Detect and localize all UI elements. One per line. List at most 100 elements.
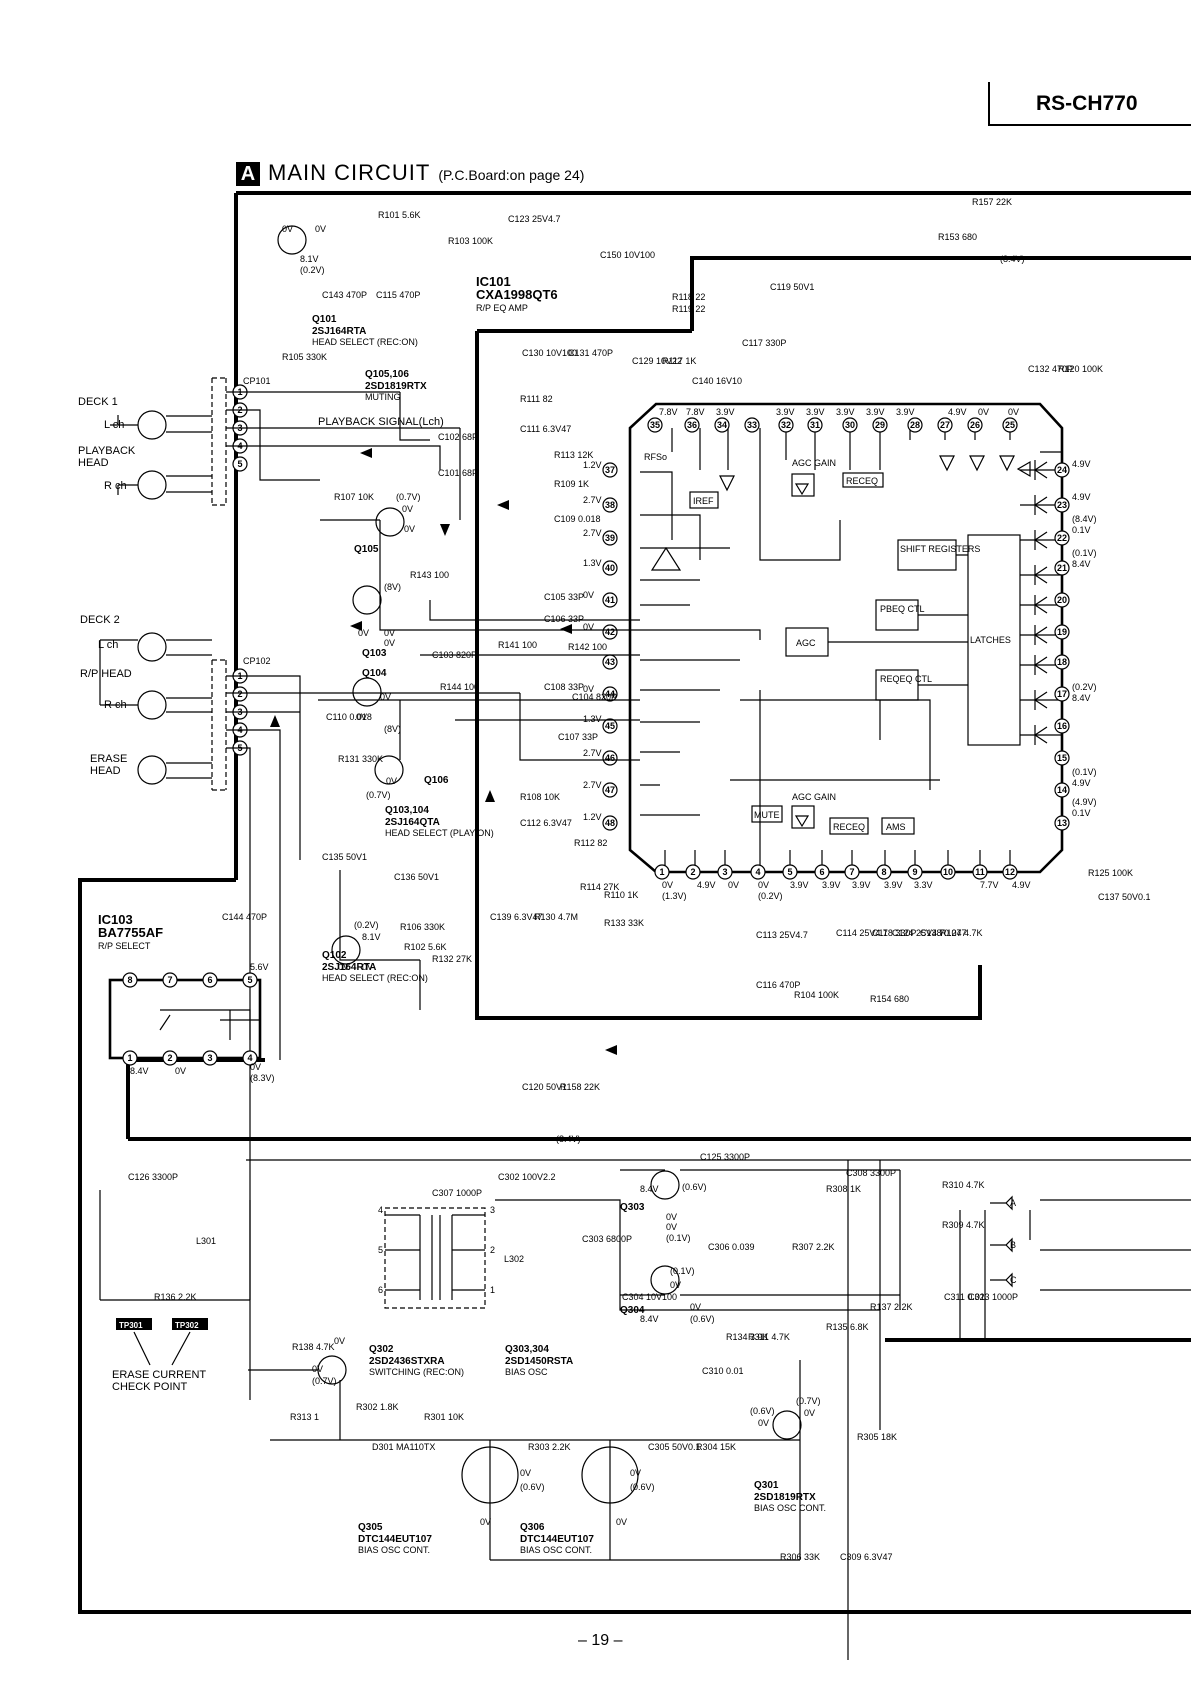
- ic101-pin-27-circle: [937, 417, 953, 433]
- ic101-pin-36-circle: [684, 417, 700, 433]
- offpage-label-C: C: [1010, 1275, 1017, 1285]
- transistor-func-9: BIAS OSC: [505, 1367, 548, 1377]
- ic101-pin-19: 19: [1057, 627, 1067, 637]
- component-label: C113 25V4.7: [756, 930, 808, 940]
- component-label: R103 100K: [448, 236, 493, 246]
- transistor-part-8: 2SD2436STXRA: [369, 1356, 445, 1367]
- voltage-q303: 0V: [666, 1222, 677, 1232]
- deck2-erase: ERASE: [90, 753, 127, 765]
- voltage-q304: 0V: [690, 1302, 701, 1312]
- signal-lines-left: [226, 391, 640, 1400]
- deck1-head-2: HEAD: [78, 457, 109, 469]
- component-label: R125 100K: [1088, 868, 1133, 878]
- voltage-ic103: (8.3V): [250, 1073, 275, 1083]
- component-label: C309 6.3V47: [840, 1552, 893, 1562]
- voltage-q103: (8V): [384, 582, 401, 592]
- transistor-func-14: BIAS OSC CONT.: [754, 1503, 826, 1513]
- ic101-pin-28-circle: [907, 417, 923, 433]
- voltage-pins_left: 1.2V: [583, 460, 602, 470]
- component-label: C105 33P: [544, 592, 584, 602]
- component-label: C108 33P: [544, 682, 584, 692]
- ic101-pin-29-circle: [872, 417, 888, 433]
- ic101-bounding-box: [475, 331, 982, 1020]
- tp301-box: [116, 1318, 152, 1330]
- ic101-pin-3: 3: [722, 867, 727, 877]
- block-ams: [881, 817, 915, 835]
- voltage-q102: 8.1V: [362, 932, 381, 942]
- voltage-pins_bottom: 7.7V: [980, 880, 999, 890]
- component-label: C137 50V0.1: [1098, 892, 1151, 902]
- voltage-q306: 0V: [616, 1517, 627, 1527]
- ic101-pin-32: 32: [781, 420, 791, 430]
- transistor-ref-7: Q102: [322, 950, 347, 961]
- voltage-pins_top: 0V: [978, 407, 989, 417]
- component-label: R133 33K: [604, 918, 644, 928]
- ic101-pin-30: 30: [845, 420, 855, 430]
- transistor-ref-6: Q103,104: [385, 805, 429, 816]
- voltage-pins_right: 8.4V: [1072, 693, 1091, 703]
- ic101-pin-12: 12: [1005, 867, 1015, 877]
- cp101-pin-5-circle: [232, 456, 248, 472]
- cp102-label: CP102: [243, 656, 271, 666]
- ic101-pin-6: 6: [819, 867, 824, 877]
- bias-osc-wiring: [99, 1159, 1191, 1660]
- voltage-q303: (0.6V): [682, 1182, 707, 1192]
- component-label: R106 330K: [400, 922, 445, 932]
- deck2-erase-2: HEAD: [90, 765, 121, 777]
- ic103-ref: IC103: [98, 912, 133, 927]
- component-label: C125 3300P: [700, 1152, 750, 1162]
- ic101-pin-35-circle: [647, 417, 663, 433]
- voltage-pins_top: 0V: [1008, 407, 1019, 417]
- ic101-pin-26: 26: [970, 420, 980, 430]
- ic103-pin-4-circle: [242, 1050, 258, 1066]
- component-label: C126 3300P: [128, 1172, 178, 1182]
- ic101-pin-14-circle: [1054, 782, 1070, 798]
- component-label: R134 3.9K: [726, 1332, 769, 1342]
- transistor-part-1: 2SD1819RTX: [365, 381, 427, 392]
- ic103-pin-3-circle: [202, 1050, 218, 1066]
- ic101-pin-34-circle: [714, 417, 730, 433]
- voltage-q304: 8.4V: [640, 1314, 659, 1324]
- voltage-pins_right: 0.1V: [1072, 525, 1091, 535]
- component-label: C116 470P: [756, 980, 800, 990]
- component-label: C143 470P: [322, 290, 367, 300]
- ic101-pin-36: 36: [687, 420, 697, 430]
- section-letter: A: [236, 162, 260, 186]
- voltage-q302: 0V: [334, 1336, 345, 1346]
- ic101-pin-38-circle: [602, 497, 618, 513]
- voltage-q103: 0V: [384, 628, 395, 638]
- component-label: R109 1K: [554, 479, 589, 489]
- ic103-pin-5: 5: [247, 975, 252, 985]
- ic101-pin-43: 43: [605, 657, 615, 667]
- component-label: C144 470P: [222, 912, 267, 922]
- voltage-ic103: 0V: [250, 1062, 261, 1072]
- voltage-q304: 0V: [670, 1280, 681, 1290]
- ic101-pin-23: 23: [1057, 500, 1067, 510]
- ic101-pin-18: 18: [1057, 657, 1067, 667]
- ic101-pin-1-circle: [654, 864, 670, 880]
- ic101-pin-40: 40: [605, 563, 615, 573]
- ic101-pin-11-circle: [972, 864, 988, 880]
- voltage-q101: 0V: [282, 224, 293, 234]
- voltage-q102: 0V: [338, 962, 349, 972]
- component-label: R119 22: [672, 304, 705, 314]
- ic103-pin-1: 1: [127, 1053, 132, 1063]
- component-label: C139 6.3V47: [490, 912, 543, 922]
- cp101-outline: [211, 377, 227, 506]
- ic101-pin-10-circle: [940, 864, 956, 880]
- ic101-pin-9-circle: [907, 864, 923, 880]
- ic103-pin-1-circle: [122, 1050, 138, 1066]
- ic101-pin-46: 46: [605, 753, 615, 763]
- section-note: (P.C.Board:on page 24): [438, 167, 585, 183]
- voltage-pins_left: 1.2V: [583, 812, 602, 822]
- ic101-pin-5-circle: [782, 864, 798, 880]
- ic101-pin-41: 41: [605, 595, 615, 605]
- ic101-pin-32-circle: [778, 417, 794, 433]
- voltage-ic103: 5.6V: [250, 962, 269, 972]
- component-label: R306 33K: [780, 1552, 820, 1562]
- component-label: R111 82: [520, 394, 553, 404]
- supply-voltage-mid: (8.4V): [556, 1134, 581, 1144]
- component-label: C103 820P: [432, 650, 477, 660]
- ic101-pin-33-circle: [744, 417, 760, 433]
- component-label: C140 16V10: [692, 376, 742, 386]
